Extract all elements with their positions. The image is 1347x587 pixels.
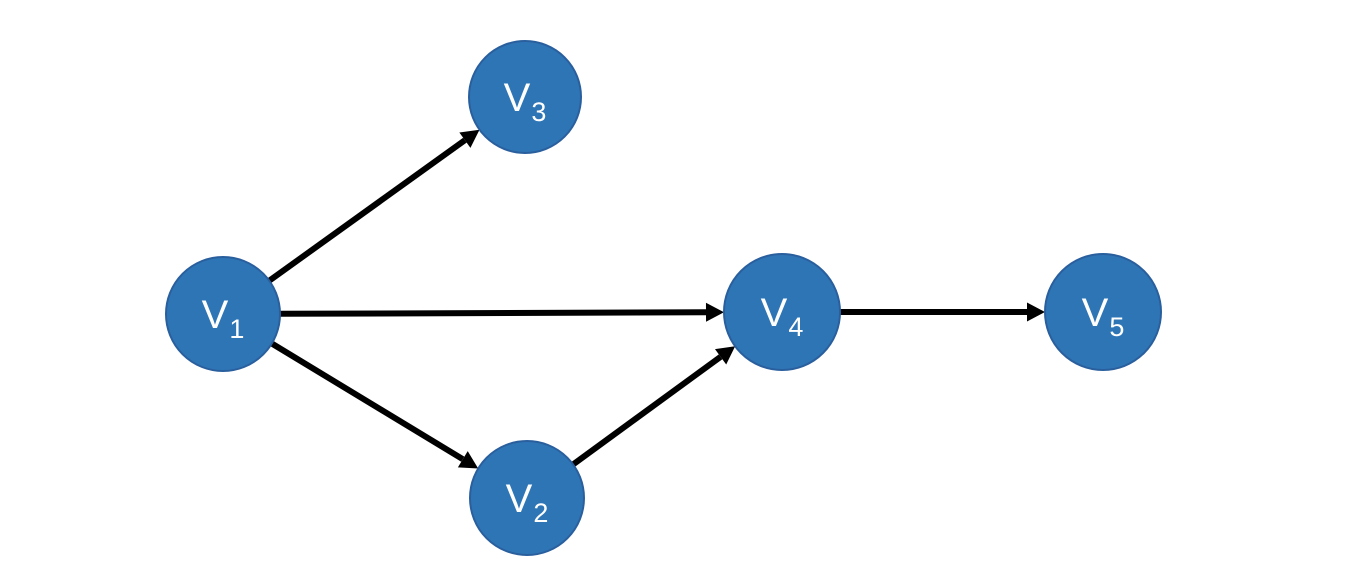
- node-v3-circle: [468, 40, 582, 154]
- node-v2-label: V2: [506, 477, 549, 528]
- node-v5-circle: [1044, 253, 1162, 371]
- edge-v1-to-v3: [267, 129, 480, 284]
- edge-v1-to-v4: [279, 302, 724, 322]
- node-v4-label: V4: [761, 291, 804, 342]
- node-v4-label-subscript: 4: [788, 312, 803, 342]
- node-v4: V4: [723, 253, 841, 371]
- node-v2: V2: [469, 440, 585, 556]
- node-v5-label: V5: [1082, 291, 1125, 342]
- node-v1-circle: [165, 256, 281, 372]
- node-v4-circle: [723, 253, 841, 371]
- node-v5: V5: [1044, 253, 1162, 371]
- node-v3-label-subscript: 3: [531, 97, 546, 127]
- node-v1: V1: [165, 256, 281, 372]
- edge-v2-to-v4: [571, 346, 736, 467]
- node-v3-label: V3: [504, 76, 547, 127]
- node-v5-label-subscript: 5: [1109, 312, 1124, 342]
- edge-v1-to-v2: [270, 340, 479, 469]
- node-v2-circle: [469, 440, 585, 556]
- node-v1-label: V1: [202, 293, 245, 344]
- node-v2-label-subscript: 2: [533, 498, 548, 528]
- node-v3: V3: [468, 40, 582, 154]
- node-v1-label-subscript: 1: [229, 314, 244, 344]
- edges-layer: [267, 129, 1045, 469]
